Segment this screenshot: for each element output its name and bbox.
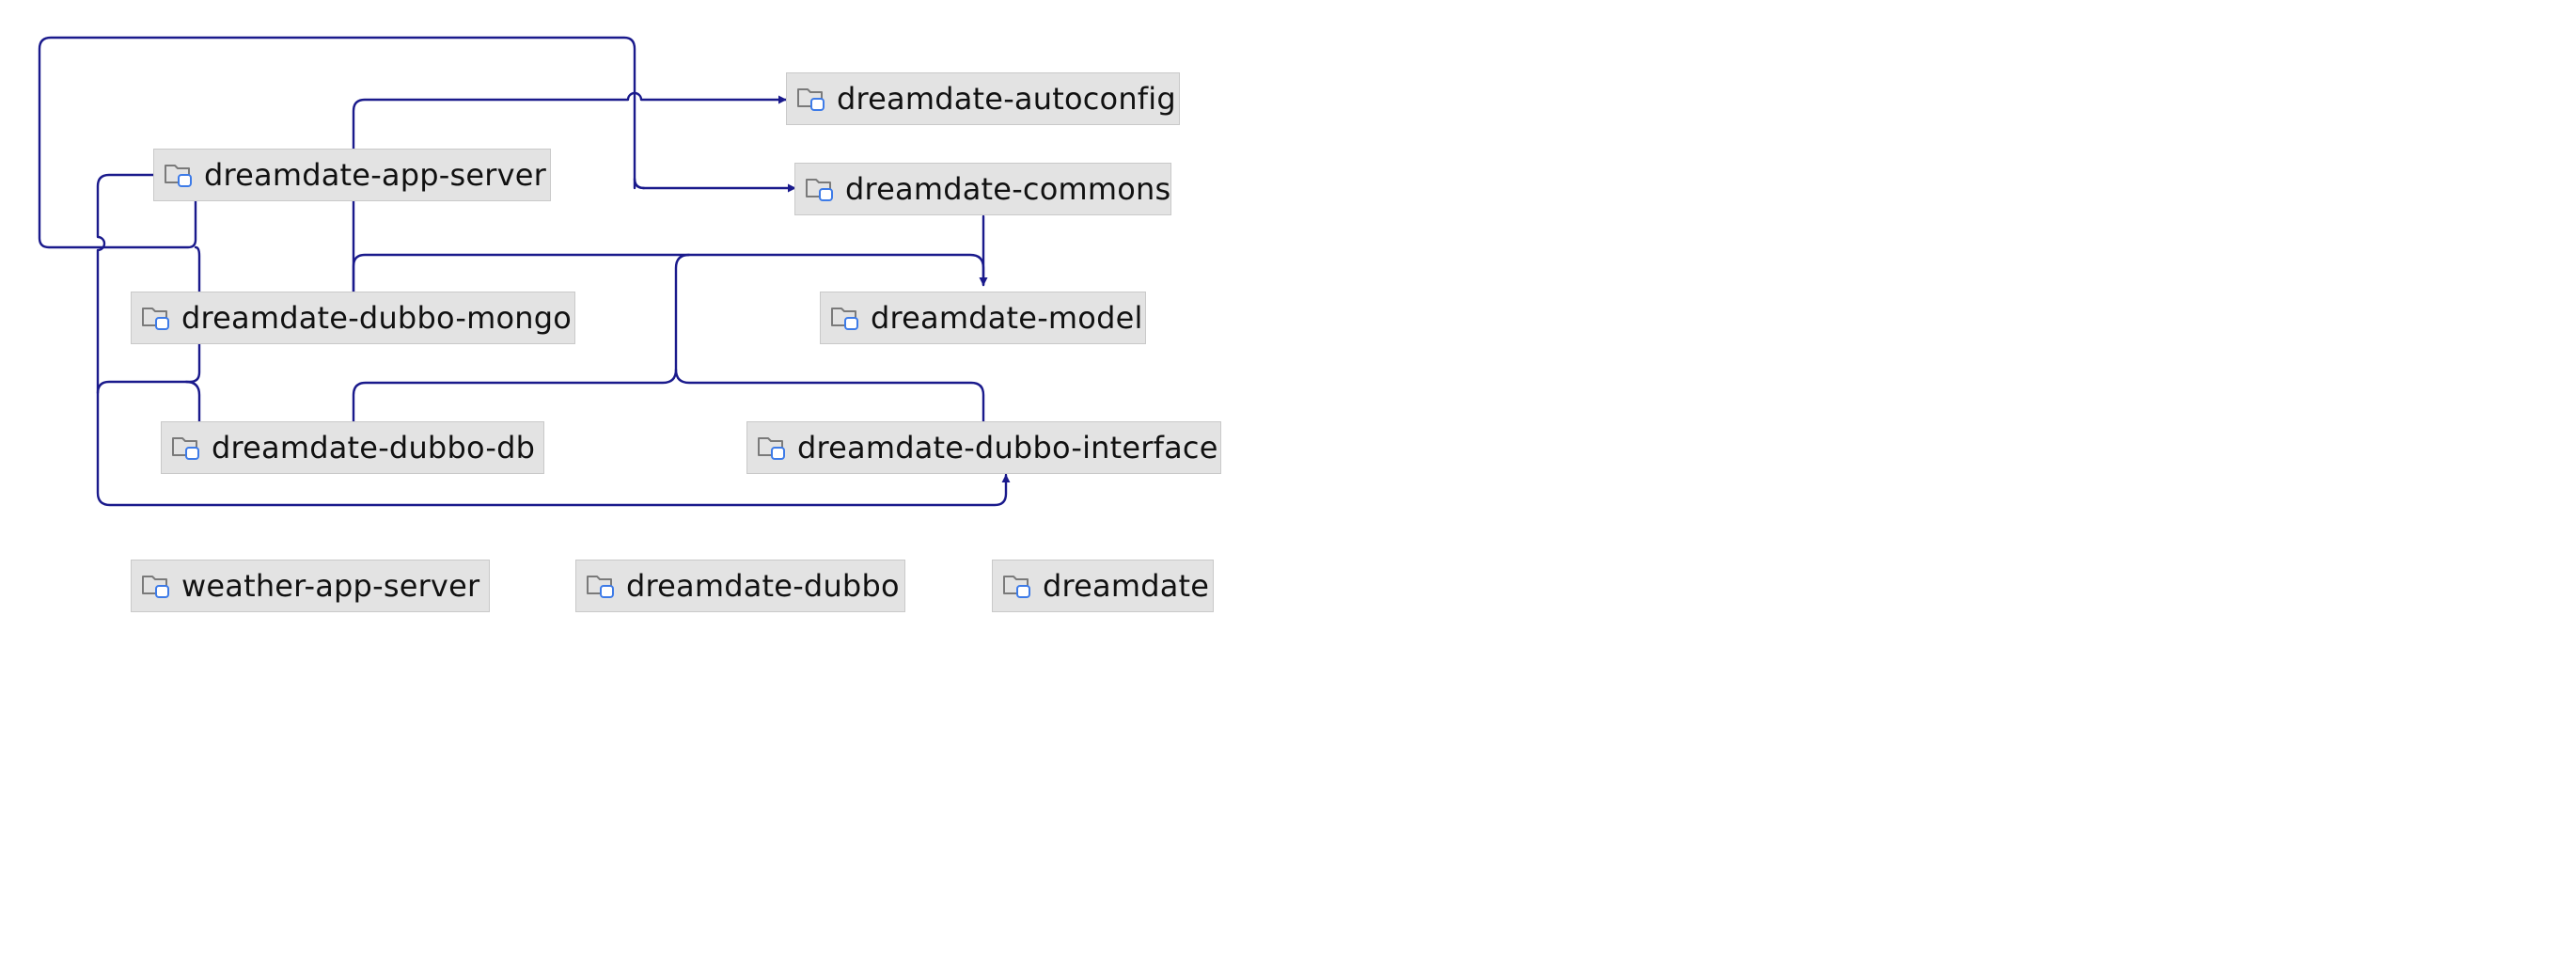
edge-dubbo-db-left-stub — [184, 380, 201, 423]
node-label: dreamdate-dubbo-db — [212, 430, 536, 466]
node-dreamdate-dubbo-mongo[interactable]: dreamdate-dubbo-mongo — [131, 292, 575, 344]
node-dreamdate-dubbo-interface[interactable]: dreamdate-dubbo-interface — [746, 421, 1221, 474]
module-folder-icon — [831, 308, 858, 330]
module-folder-icon — [758, 437, 785, 460]
edge-dubbo-db-to-model — [352, 253, 691, 423]
edge-app-server-to-dubbo-mongo — [194, 245, 201, 293]
module-folder-icon — [172, 437, 199, 460]
module-folder-icon — [142, 576, 169, 598]
node-dreamdate-dubbo[interactable]: dreamdate-dubbo — [575, 560, 905, 612]
edge-dubbo-mongo-to-model — [352, 253, 988, 293]
node-label: dreamdate-dubbo-interface — [797, 430, 1218, 466]
module-folder-icon — [797, 88, 825, 111]
module-folder-icon — [806, 179, 833, 201]
module-folder-icon — [142, 308, 169, 330]
module-folder-icon — [587, 576, 614, 598]
node-label: weather-app-server — [181, 568, 480, 604]
node-weather-app-server[interactable]: weather-app-server — [131, 560, 490, 612]
node-label: dreamdate-dubbo — [626, 568, 900, 604]
node-label: dreamdate-commons — [845, 171, 1171, 207]
module-folder-icon — [1003, 576, 1030, 598]
node-label: dreamdate-autoconfig — [837, 81, 1176, 117]
node-label: dreamdate-dubbo-mongo — [181, 300, 572, 336]
node-dreamdate-model[interactable]: dreamdate-model — [820, 292, 1146, 344]
node-dreamdate-app-server[interactable]: dreamdate-app-server — [153, 149, 551, 201]
edge-trunk-to-commons — [633, 177, 646, 190]
edge-app-server-to-dubbo-interface — [96, 173, 1011, 507]
node-dreamdate-commons[interactable]: dreamdate-commons — [794, 163, 1171, 215]
node-dreamdate[interactable]: dreamdate — [992, 560, 1214, 612]
module-folder-icon — [165, 165, 192, 187]
edge-dubbo-mongo-to-dubbo-db — [96, 342, 201, 395]
node-label: dreamdate — [1043, 568, 1210, 604]
node-label: dreamdate-app-server — [204, 157, 547, 193]
edge-dubbo-mongo-to-autoconfig — [352, 91, 788, 293]
edge-dubbo-interface-to-model — [674, 368, 985, 423]
edge-app-server-to-autoconfig — [38, 36, 797, 249]
node-dreamdate-autoconfig[interactable]: dreamdate-autoconfig — [786, 72, 1180, 125]
node-label: dreamdate-model — [871, 300, 1143, 336]
node-dreamdate-dubbo-db[interactable]: dreamdate-dubbo-db — [161, 421, 544, 474]
